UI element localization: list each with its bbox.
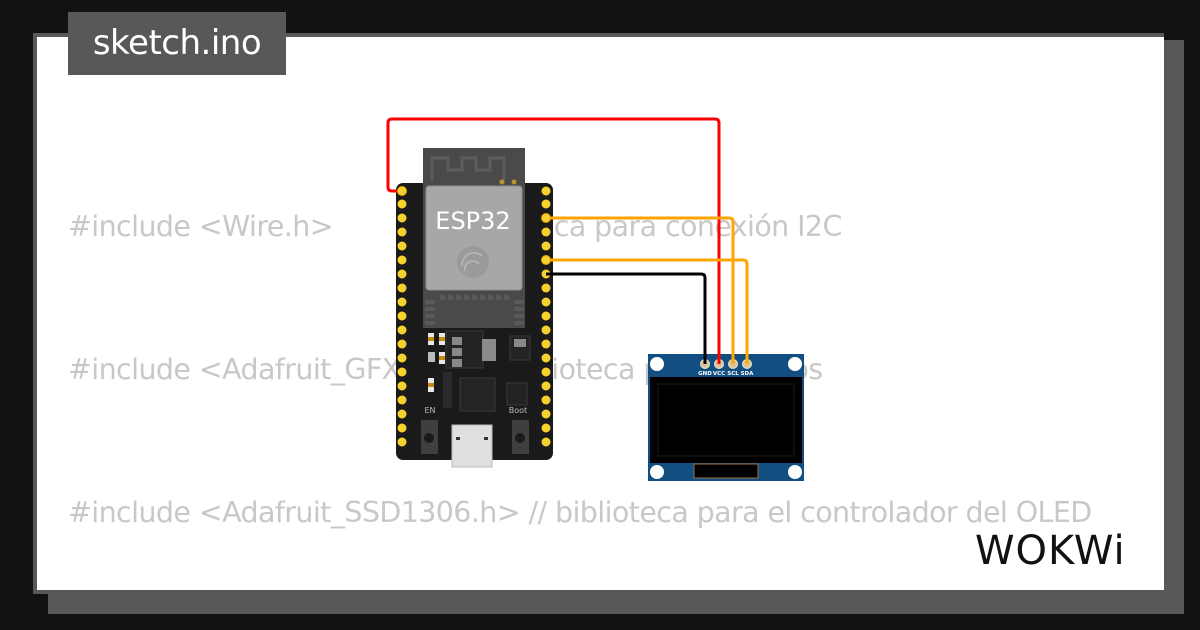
wire-vcc[interactable]: [386, 117, 721, 364]
svg-text:EN: EN: [424, 406, 435, 415]
svg-text:Boot: Boot: [509, 406, 527, 415]
oled-pin-scl: SCL: [727, 371, 739, 377]
usb-port: [451, 424, 493, 468]
oled-pin-gnd: GND: [698, 371, 712, 377]
oled-display[interactable]: GND VCC SCL SDA: [648, 354, 804, 481]
oled-pin-sda: SDA: [741, 371, 755, 377]
code-background: #include <Wire.h> // biblioteca para con…: [68, 107, 1092, 590]
esp32-label: ESP32: [435, 207, 510, 235]
wire-sda[interactable]: [546, 258, 749, 364]
preview-panel-inner: #include <Wire.h> // biblioteca para con…: [37, 37, 1164, 590]
esp32-board[interactable]: ESP32 EN Boot: [396, 148, 553, 468]
oled-pin-vcc: VCC: [713, 371, 725, 377]
esp32-left-pins[interactable]: [397, 186, 407, 447]
file-tab[interactable]: sketch.ino: [68, 12, 286, 75]
oled-screen: [650, 377, 802, 463]
wokwi-logo: WOKWi: [975, 528, 1126, 574]
wire-scl[interactable]: [546, 216, 735, 364]
wire-gnd[interactable]: [546, 272, 707, 364]
code-line: #include <Adafruit_SSD1306.h> // bibliot…: [68, 496, 1092, 530]
preview-panel: #include <Wire.h> // biblioteca para con…: [33, 33, 1164, 594]
